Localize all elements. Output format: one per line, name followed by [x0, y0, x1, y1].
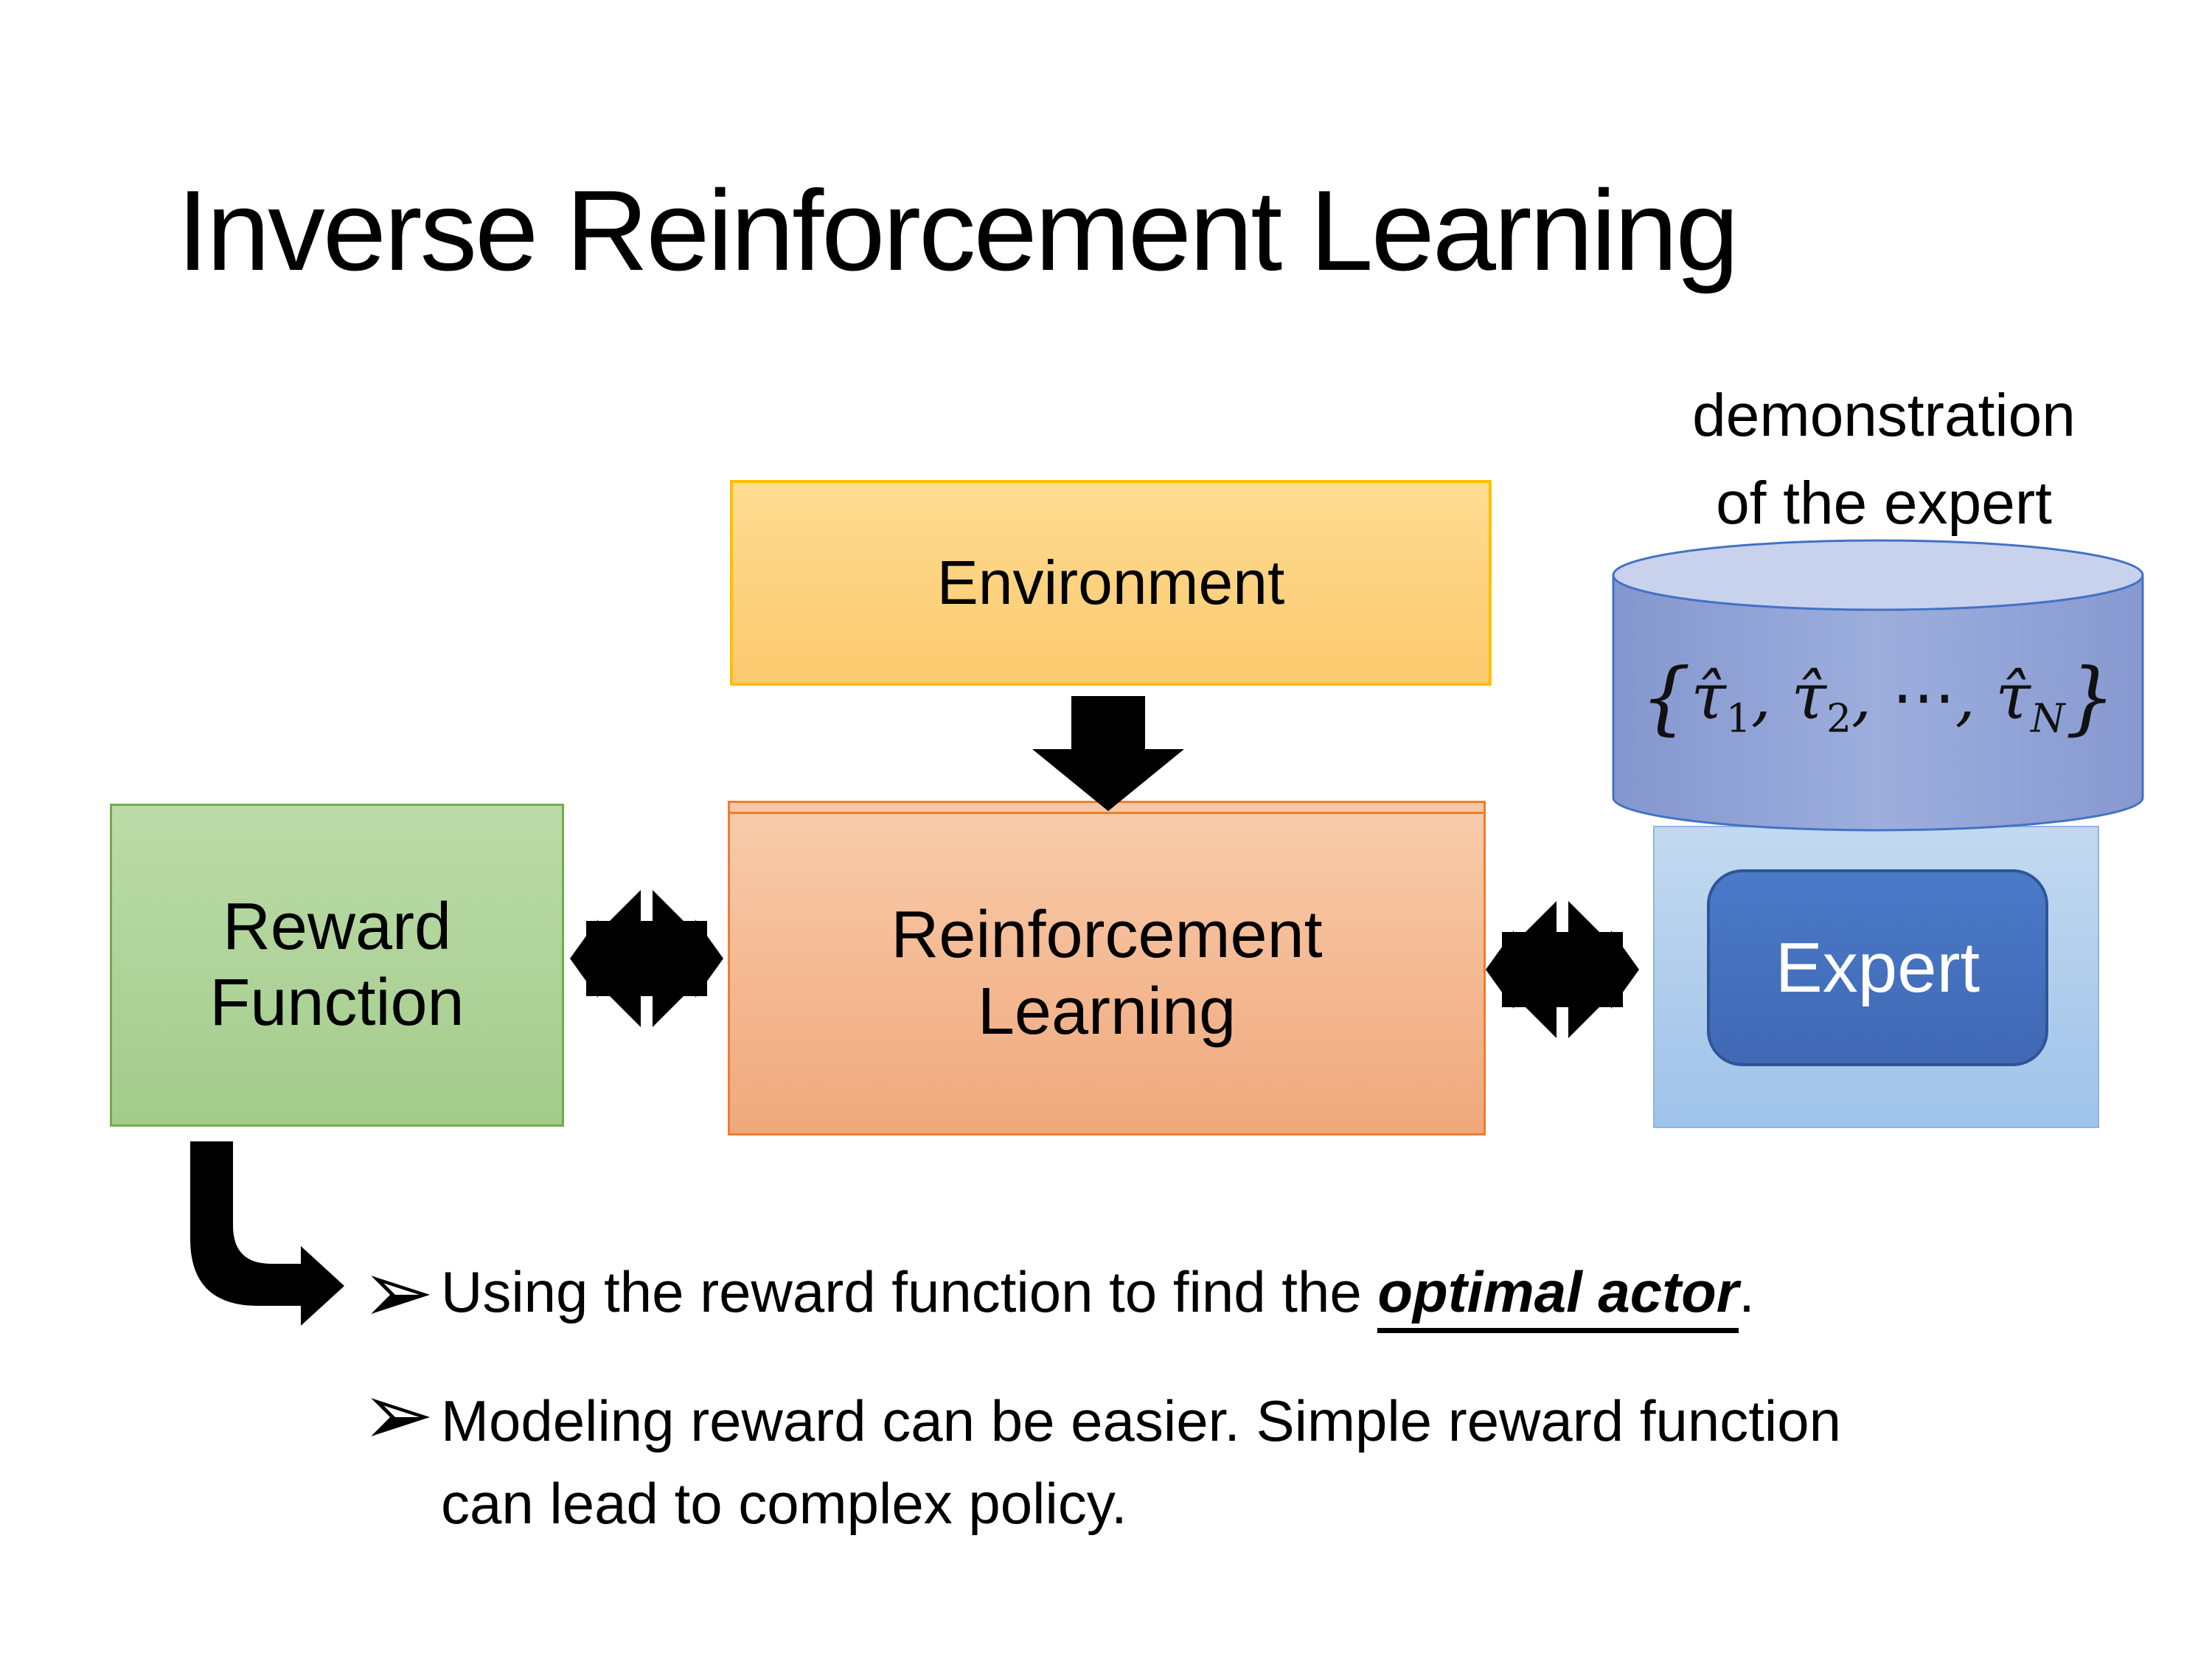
tau-hat-1: τ̂ [1691, 660, 1726, 734]
separator-2: , [1851, 660, 1892, 734]
bullet-item-2: ➢ Modeling reward can be easier. Simple … [361, 1363, 1886, 1545]
separator-1: , [1750, 660, 1792, 734]
database-cylinder-icon [1612, 539, 2144, 832]
close-brace: } [2065, 652, 2116, 744]
bullet-1-pre: Using the reward function to find the [441, 1259, 1378, 1324]
environment-box: Environment [730, 480, 1492, 686]
down-arrow-icon [1032, 696, 1184, 811]
reward-function-box: Reward Function [110, 804, 564, 1127]
bullet-1-emphasis: optimal actor [1377, 1259, 1739, 1333]
tau-hat-2: τ̂ [1791, 660, 1827, 734]
cdots: ⋯ [1891, 660, 1955, 734]
demonstration-caption: demonstration of the expert [1585, 372, 2183, 548]
double-arrow-left-icon [570, 882, 723, 1035]
bullet-item-1: ➢ Using the reward function to find the … [361, 1241, 1755, 1343]
bullet-2-text: Modeling reward can be easier. Simple re… [441, 1388, 1842, 1536]
expert-label: Expert [1775, 928, 1980, 1007]
demonstration-caption-line2: of the expert [1716, 469, 2052, 537]
reinforcement-learning-box: Reinforcement Learning [728, 812, 1486, 1135]
bullet-arrow-icon: ➢ [361, 1241, 434, 1343]
reinforcement-learning-label: Reinforcement Learning [891, 898, 1323, 1048]
elbow-arrow-icon [190, 1141, 344, 1326]
trajectory-set-label: {τ̂1, τ̂2, ⋯, τ̂N} [1612, 652, 2144, 744]
separator-3: , [1955, 660, 1996, 734]
tau-sub-2: 2 [1826, 695, 1852, 742]
cylinder-top [1612, 539, 2144, 611]
tau-sub-1: 1 [1725, 695, 1751, 742]
page-title: Inverse Reinforcement Learning [177, 167, 1739, 294]
tau-sub-N: N [2030, 695, 2065, 742]
demonstration-caption-line1: demonstration [1692, 382, 2076, 449]
open-brace: { [1640, 652, 1691, 744]
expert-box: Expert [1707, 869, 2048, 1066]
bullet-1-text: Using the reward function to find the op… [441, 1258, 1755, 1333]
bullet-1-post: . [1739, 1259, 1755, 1324]
environment-label: Environment [936, 548, 1285, 617]
reward-function-label: Reward Function [209, 889, 465, 1040]
tau-hat-N: τ̂ [1995, 660, 2031, 734]
bullet-arrow-icon: ➢ [361, 1363, 434, 1465]
double-arrow-right-icon [1486, 893, 1639, 1046]
